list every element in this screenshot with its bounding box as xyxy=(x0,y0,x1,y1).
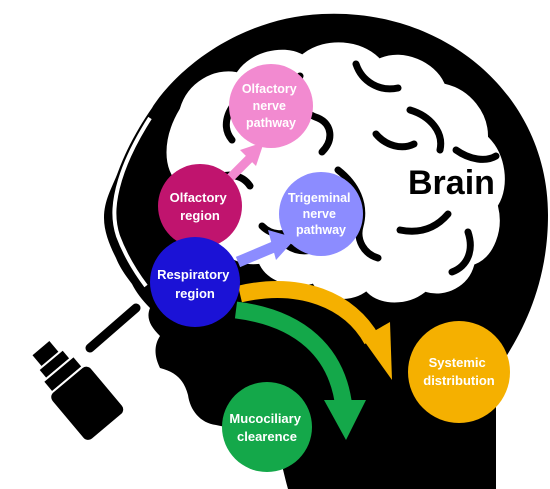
node-olfactory-region: Olfactory region xyxy=(158,164,242,248)
arrow-systemic xyxy=(238,281,392,380)
nasal-spray-bottle xyxy=(29,303,141,442)
face-profile-line xyxy=(112,116,152,288)
node-systemic-distribution: Systemic distribution xyxy=(408,321,510,423)
node-trigeminal-nerve-pathway: Trigeminal nerve pathway xyxy=(279,172,363,256)
node-label: Systemic distribution xyxy=(423,355,495,388)
node-label: Trigeminal nerve pathway xyxy=(288,191,354,237)
brain-label: Brain xyxy=(408,164,495,202)
node-label: Mucociliary clearence xyxy=(229,411,304,444)
node-label: Olfactory nerve pathway xyxy=(242,82,300,130)
node-circle xyxy=(150,237,240,327)
node-olfactory-nerve-pathway: Olfactory nerve pathway xyxy=(229,64,313,148)
node-circle xyxy=(408,321,510,423)
arrow-mucociliary xyxy=(234,301,366,440)
node-label: Respiratory region xyxy=(157,267,233,301)
node-circle xyxy=(222,382,312,472)
node-mucociliary-clearence: Mucociliary clearence xyxy=(222,382,312,472)
node-circle xyxy=(158,164,242,248)
node-circle xyxy=(279,172,363,256)
node-label: Olfactory region xyxy=(170,190,231,223)
node-circle xyxy=(229,64,313,148)
node-respiratory-region: Respiratory region xyxy=(150,237,240,327)
